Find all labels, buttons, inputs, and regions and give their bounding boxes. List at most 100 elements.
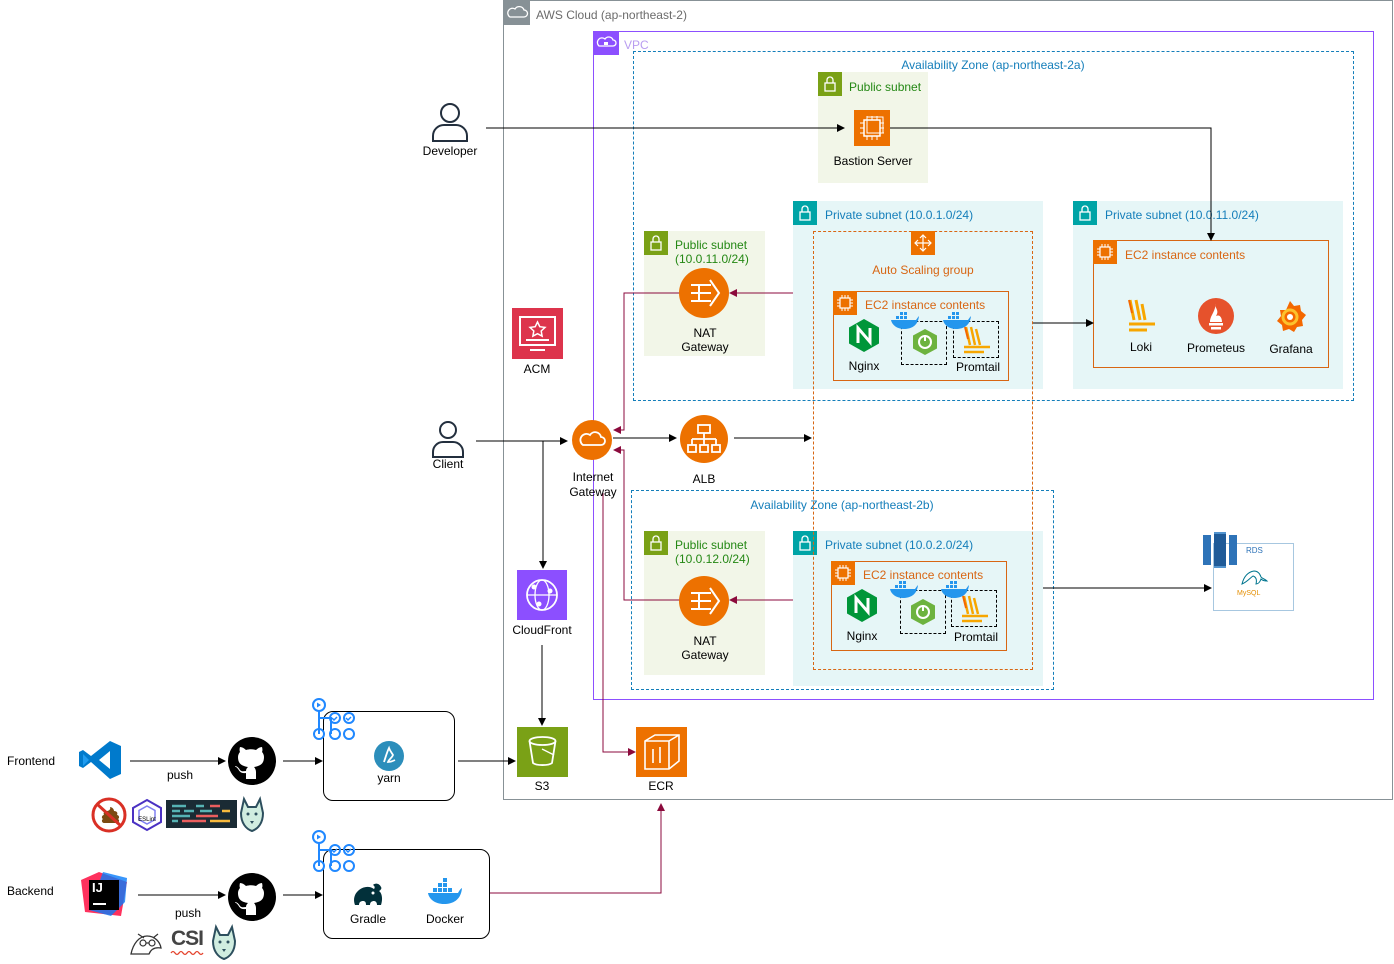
vscode-icon <box>79 741 121 779</box>
nat-gateway-b-label-2: Gateway <box>681 648 729 662</box>
cloudfront-icon <box>517 570 567 620</box>
nat-gateway-a-label-2: Gateway <box>681 340 729 354</box>
edge-igw-ecr <box>602 493 636 756</box>
github-actions-icon <box>312 698 355 740</box>
vpc-label: VPC <box>624 38 649 52</box>
spring-icon <box>911 599 935 625</box>
edge-nat-a-igw <box>613 292 680 434</box>
promtail-b-label: Promtail <box>953 630 999 644</box>
loki-label: Loki <box>1129 340 1153 354</box>
acm-icon <box>512 308 563 359</box>
s3-label: S3 <box>534 779 550 793</box>
frontend-workflow-box <box>323 711 455 801</box>
lock-icon <box>818 72 842 96</box>
availability-zone-a <box>633 51 1354 401</box>
public-subnet-b-label-2: (10.0.12.0/24) <box>675 552 750 566</box>
acm-label: ACM <box>523 362 551 376</box>
yarn-icon <box>374 741 404 771</box>
private-subnet-monitoring <box>1073 201 1343 389</box>
gradle-icon <box>354 883 383 905</box>
docker-label: Docker <box>425 912 465 926</box>
docker-icon <box>428 878 462 904</box>
s3-icon <box>517 727 568 777</box>
ec2-chip-icon <box>831 561 855 585</box>
nginx-a-label: Nginx <box>848 359 880 373</box>
internet-gateway-label-1: Internet <box>572 470 614 484</box>
csi-label: CSI <box>171 927 204 950</box>
client-label: Client <box>432 457 464 471</box>
promtail-a-label: Promtail <box>955 360 1001 374</box>
docker-icon <box>943 312 971 329</box>
alb-icon <box>680 415 728 463</box>
github-icon <box>228 737 276 785</box>
aws-cloud-group <box>503 0 1393 800</box>
grafana-label: Grafana <box>1269 342 1313 356</box>
rds-label: RDS <box>1246 546 1263 555</box>
mysql-icon <box>1241 570 1269 585</box>
ec2-contents-a <box>833 291 1009 381</box>
edge-docker-ecr <box>490 803 665 894</box>
push-front-label: push <box>166 768 194 782</box>
backend-label: Backend <box>7 884 54 898</box>
developer-label: Developer <box>422 144 478 158</box>
ec2-contents-a-label: EC2 instance contents <box>865 298 986 312</box>
cloud-icon <box>504 1 530 25</box>
backend-workflow-box <box>323 849 490 939</box>
prometheus-label: Prometeus <box>1186 341 1246 355</box>
public-subnet-a-label-2: (10.0.11.0/24) <box>675 252 749 266</box>
ecr-label: ECR <box>648 779 674 793</box>
alb-label: ALB <box>692 472 716 486</box>
github-actions-icon <box>312 830 355 872</box>
lock-icon <box>644 531 668 555</box>
yarn-label: yarn <box>377 771 401 785</box>
grafana-icon <box>1277 301 1306 332</box>
public-subnet-a-label-1: Public subnet <box>675 238 748 252</box>
rds-icon <box>1203 532 1237 568</box>
eslint-icon <box>132 798 162 832</box>
ec2-chip-icon <box>1093 240 1117 264</box>
intellij-label: IJ <box>92 880 103 895</box>
csi-underline-icon <box>170 950 204 956</box>
docker-container-spring-b <box>900 590 946 634</box>
user-icon <box>432 421 464 458</box>
husky-icon <box>211 924 237 961</box>
ecr-icon <box>636 727 687 777</box>
nginx-b-label: Nginx <box>846 629 878 643</box>
nat-gateway-icon <box>679 268 729 318</box>
nat-gateway-icon <box>679 576 729 626</box>
user-icon <box>432 103 468 142</box>
internet-gateway-icon <box>572 420 612 460</box>
spring-icon <box>913 329 937 355</box>
auto-scaling-group-label: Auto Scaling group <box>872 263 974 277</box>
mysql-label: MySQL <box>1237 590 1261 597</box>
private-subnet-b-label: Private subnet (10.0.2.0/24) <box>825 538 974 552</box>
auto-scaling-icon <box>911 231 935 255</box>
ec2-icon <box>854 110 890 146</box>
intellij-icon <box>81 872 127 916</box>
edge-nat-b-igw <box>613 446 680 601</box>
lock-icon <box>644 231 668 255</box>
private-subnet-a-label: Private subnet (10.0.1.0/24) <box>825 208 974 222</box>
edge-bastion-monitoring <box>890 127 1215 241</box>
eslint-label: ESLint <box>138 817 156 823</box>
checkstyle-icon <box>130 933 162 955</box>
internet-gateway-label-2: Gateway <box>569 485 617 499</box>
lock-icon <box>793 201 817 225</box>
availability-zone-b-label: Availability Zone (ap-northeast-2b) <box>750 498 934 512</box>
availability-zone-a-label: Availability Zone (ap-northeast-2a) <box>901 58 1085 72</box>
docker-container-spring-a <box>901 321 947 365</box>
docker-icon <box>941 581 969 598</box>
cloudfront-label: CloudFront <box>512 623 572 637</box>
ec2-chip-icon <box>833 291 857 315</box>
docker-icon <box>890 581 918 598</box>
push-back-label: push <box>174 906 202 920</box>
ec2-contents-b-label: EC2 instance contents <box>863 568 984 582</box>
frontend-label: Frontend <box>7 754 56 768</box>
loki-icon <box>1128 299 1155 332</box>
bastion-server-label: Bastion Server <box>833 154 913 168</box>
nat-gateway-b-label-1: NAT <box>693 634 717 648</box>
vpc-icon <box>593 31 619 55</box>
vpc-group <box>593 31 1374 700</box>
nginx-icon <box>849 319 879 352</box>
